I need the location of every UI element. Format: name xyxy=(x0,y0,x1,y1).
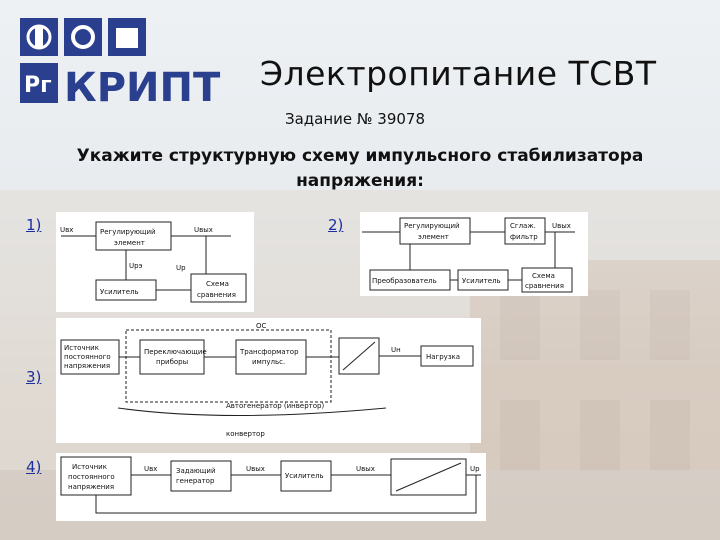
d4-amp: Усилитель xyxy=(285,472,324,480)
d4-src: Источник xyxy=(72,463,107,471)
logo-text: КРИПТ xyxy=(64,65,221,108)
d3-src2: постоянного xyxy=(64,353,111,361)
option-3-link[interactable]: 3) xyxy=(26,368,42,386)
option-2-link[interactable]: 2) xyxy=(328,216,344,234)
d4-gen2: генератор xyxy=(176,477,215,485)
d1-ur: Uр xyxy=(176,264,186,272)
d4-uvykh2: Uвых xyxy=(356,465,375,473)
d1-amp: Усилитель xyxy=(100,288,139,296)
d3-autogen: Автогенератор (инвертор) xyxy=(226,402,324,410)
d4-uvx: Uвх xyxy=(144,465,157,473)
d1-cmp: Схема xyxy=(206,280,229,288)
d3-un: Uн xyxy=(391,346,401,354)
d3-src3: напряжения xyxy=(64,362,110,370)
d2-cmp: Схема xyxy=(532,272,555,280)
d1-uout: Uвых xyxy=(194,226,213,234)
logo-badge: Рг xyxy=(24,73,52,98)
d3-sw2: приборы xyxy=(156,358,188,366)
d3-sw: Переключающие xyxy=(144,348,207,356)
diagram-option-3[interactable]: Источник постоянного напряжения Переключ… xyxy=(56,318,481,443)
d2-amp: Усилитель xyxy=(462,277,501,285)
option-1-link[interactable]: 1) xyxy=(26,216,42,234)
d1-uin: Uвх xyxy=(60,226,73,234)
d2-reg2: элемент xyxy=(418,233,449,241)
d4-uvyh: Uвых xyxy=(246,465,265,473)
d2-uout: Uвых xyxy=(552,222,571,230)
d4-gen: Задающий xyxy=(176,467,216,475)
d2-filt: Сглаж. xyxy=(510,222,536,230)
page-title: Электропитание ТСВТ xyxy=(260,54,657,93)
d2-reg: Регулирующий xyxy=(404,222,460,230)
d4-src2: постоянного xyxy=(68,473,115,481)
d2-cmp2: сравнения xyxy=(525,282,564,290)
diagram-option-2[interactable]: Регулирующий элемент Сглаж. фильтр Uвых … xyxy=(360,212,588,296)
d3-conv: конвертор xyxy=(226,430,265,438)
d3-tr2: импульс. xyxy=(252,358,285,366)
d3-tr: Трансформатор xyxy=(239,348,299,356)
option-4-link[interactable]: 4) xyxy=(26,458,42,476)
diagram-option-4[interactable]: Источник постоянного напряжения Uвх Зада… xyxy=(56,453,486,521)
diagram-option-1[interactable]: Uвх Регулирующий элемент Uвых Uрэ Uр Уси… xyxy=(56,212,254,312)
d1-cmp2: сравнения xyxy=(197,291,236,299)
d1-reg: Регулирующий xyxy=(100,228,156,236)
d2-conv: Преобразователь xyxy=(372,277,437,285)
question-line-2: напряжения: xyxy=(296,171,424,191)
question-line-1: Укажите структурную схему импульсного ст… xyxy=(76,146,644,166)
task-number: Задание № 39078 xyxy=(285,110,426,128)
question-text: Укажите структурную схему импульсного ст… xyxy=(40,144,680,194)
kript-logo: Рг КРИПТ xyxy=(20,18,221,108)
d3-ol: ОС xyxy=(256,322,267,330)
d1-reg2: элемент xyxy=(114,239,145,247)
d1-urz: Uрэ xyxy=(129,262,143,270)
d3-src: Источник xyxy=(64,344,99,352)
d4-ur: Uр xyxy=(470,465,480,473)
d4-src3: напряжения xyxy=(68,483,114,491)
d3-load: Нагрузка xyxy=(426,353,460,361)
d2-filt2: фильтр xyxy=(510,233,538,241)
